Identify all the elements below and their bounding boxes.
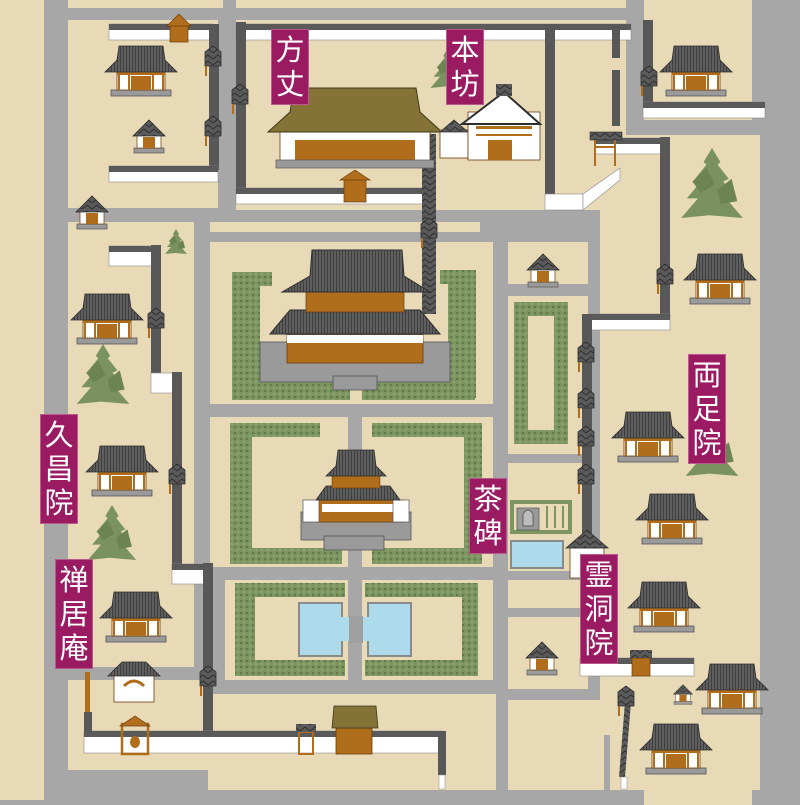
hedge-tea-monument: [510, 500, 572, 534]
label-ryosokuin[interactable]: 両 足 院: [688, 354, 726, 464]
hedge-hatto: [232, 270, 476, 400]
side-gate: [296, 724, 316, 755]
hatto-hall: [259, 249, 451, 391]
hojo-hall: [266, 87, 444, 203]
pond-sanmon: [298, 602, 412, 657]
label-honbo[interactable]: 本 坊: [446, 29, 484, 105]
honbo-residence: [438, 84, 543, 161]
label-zenkyoan[interactable]: 禅 居 庵: [55, 559, 93, 669]
reitoin-gate: [630, 650, 652, 677]
butsuden-hall: [300, 449, 412, 551]
bell-tower: [118, 715, 152, 756]
block-top-strip-b: [236, 0, 626, 8]
label-kyushoin[interactable]: 久 昌 院: [40, 414, 78, 524]
block-west-lane: [210, 222, 480, 232]
block-center-east-c: [508, 580, 588, 608]
hedge-east: [514, 302, 568, 444]
north-gate: [166, 13, 192, 43]
zenkyoan-gate: [107, 661, 161, 703]
label-hojo[interactable]: 方 丈: [271, 29, 309, 105]
torii-gate: [589, 131, 623, 166]
label-reitoin[interactable]: 霊 洞 院: [580, 554, 618, 664]
block-top-strip-a: [68, 0, 223, 8]
label-chahi[interactable]: 茶 碑: [469, 478, 507, 554]
block-southeast: [508, 700, 604, 790]
south-gate: [331, 705, 379, 755]
hedge-ponds: [235, 583, 478, 676]
pond-east: [510, 540, 564, 569]
tea-monument-icon: [516, 507, 540, 531]
block-top-left-strip: [0, 0, 44, 800]
